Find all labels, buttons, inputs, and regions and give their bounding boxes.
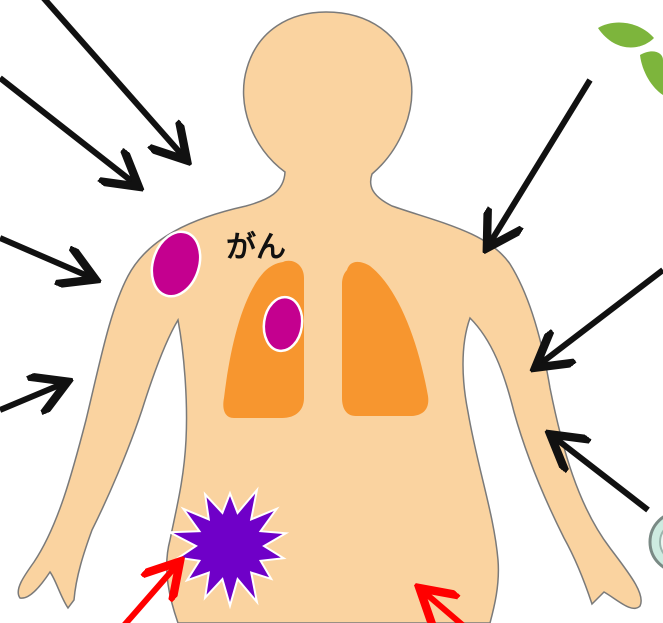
black-arrow-icon	[0, 384, 62, 410]
black-arrow-icon	[0, 78, 134, 183]
cancer-label: がん	[226, 230, 286, 265]
black-arrow-icon	[540, 270, 663, 364]
black-arrow-icon	[40, 0, 183, 156]
black-arrow-icon	[0, 238, 90, 277]
leaf-icon	[598, 23, 663, 95]
cell-icon	[650, 512, 663, 572]
black-arrow-icon	[490, 80, 590, 243]
red-arrow-icon	[120, 566, 176, 623]
body-silhouette	[18, 12, 641, 623]
